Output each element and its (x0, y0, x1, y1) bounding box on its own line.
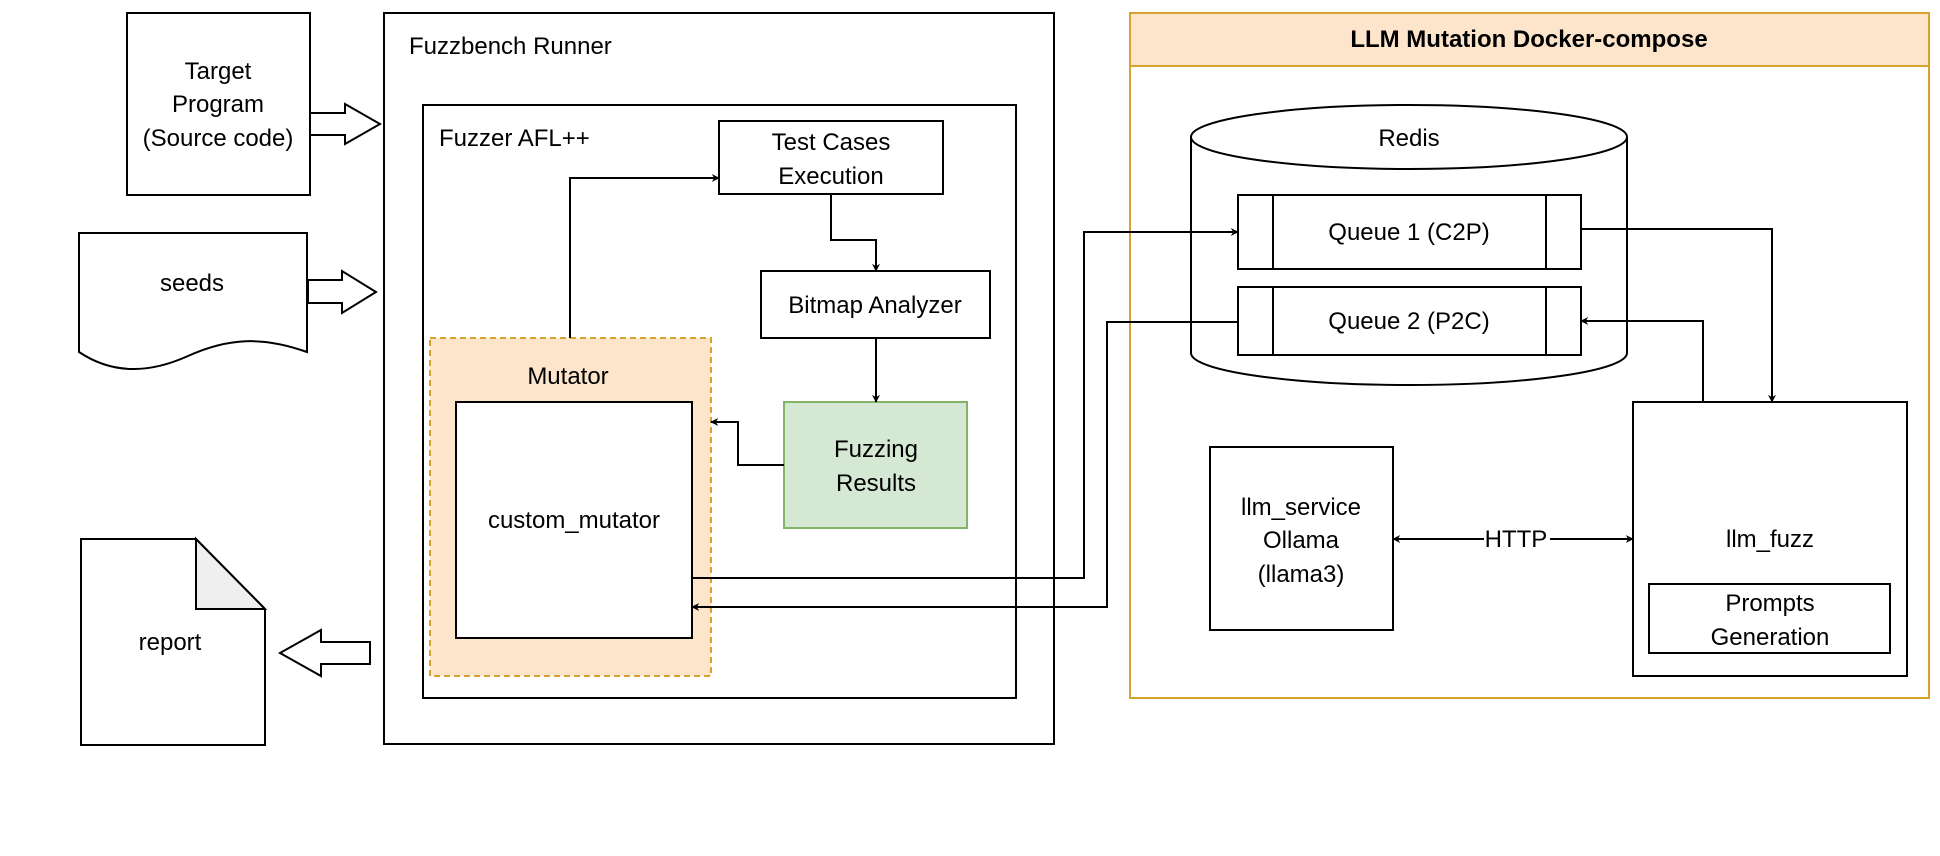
fuzzing-results-box (783, 401, 968, 529)
prompts-generation-label-line-1: Prompts (1725, 590, 1814, 617)
queue2-label: Queue 2 (P2C) (1328, 308, 1489, 335)
target-program-node: Target Program (Source code) (126, 12, 311, 196)
bitmap-analyzer-node: Bitmap Analyzer (760, 270, 991, 339)
prompts-generation-label-line-2: Generation (1711, 624, 1830, 651)
seeds-document-node: seeds (78, 232, 308, 371)
queue1-c2p-node: Queue 1 (C2P) (1237, 194, 1582, 270)
bitmap-analyzer-label: Bitmap Analyzer (788, 292, 961, 319)
llm-fuzz-to-queue2-arrow (1580, 317, 1704, 402)
llm-service-label-line-3: (llama3) (1258, 561, 1345, 588)
target-program-label-line-3: (Source code) (143, 125, 294, 152)
custom-mutator-to-queue1-arrow (692, 228, 1239, 579)
target-program-label-line-1: Target (185, 58, 252, 85)
results-to-mutator-arrow (710, 418, 784, 466)
llm-docker-compose-header (1129, 12, 1930, 67)
queue1-to-llm-fuzz-arrow (1581, 228, 1776, 403)
queue2-to-custom-mutator-arrow (691, 321, 1238, 611)
seeds-label: seeds (160, 270, 224, 297)
llm-service-node: llm_service Ollama (llama3) (1209, 446, 1394, 631)
seeds-to-runner-hollow-arrow (307, 269, 378, 315)
custom-mutator-label: custom_mutator (488, 507, 660, 534)
runner-to-report-hollow-arrow (277, 628, 371, 678)
fuzzbench-runner-title: Fuzzbench Runner (409, 33, 612, 60)
test-cases-label-line-1: Test Cases (772, 129, 891, 156)
redis-title: Redis (1378, 125, 1439, 152)
fuzzing-results-label-line-1: Fuzzing (834, 436, 918, 463)
http-label: HTTP (1485, 526, 1548, 553)
target-to-runner-hollow-arrow (309, 102, 383, 146)
report-document-node: report (80, 536, 268, 746)
queue2-p2c-node: Queue 2 (P2C) (1237, 286, 1582, 356)
custom-mutator-node: custom_mutator (455, 401, 693, 639)
mutator-title: Mutator (527, 363, 608, 390)
llm-docker-compose-title: LLM Mutation Docker-compose (1350, 26, 1707, 53)
llm-fuzz-title: llm_fuzz (1726, 526, 1814, 553)
mutator-to-test-cases-arrow (569, 174, 720, 338)
fuzzing-results-node: Fuzzing Results (783, 401, 968, 529)
llm-service-label-line-1: llm_service (1241, 494, 1361, 521)
test-cases-label-line-2: Execution (778, 163, 883, 190)
test-cases-to-bitmap-arrow (830, 194, 880, 272)
fuzzer-afl-title: Fuzzer AFL++ (439, 125, 590, 152)
test-cases-execution-node: Test Cases Execution (718, 120, 944, 195)
prompts-generation-node: Prompts Generation (1648, 583, 1891, 654)
llm-service-label-line-2: Ollama (1263, 527, 1340, 554)
target-program-label-line-2: Program (172, 91, 264, 118)
queue1-label: Queue 1 (C2P) (1328, 219, 1489, 246)
report-label: report (139, 629, 202, 656)
fuzzing-results-label-line-2: Results (836, 470, 916, 497)
